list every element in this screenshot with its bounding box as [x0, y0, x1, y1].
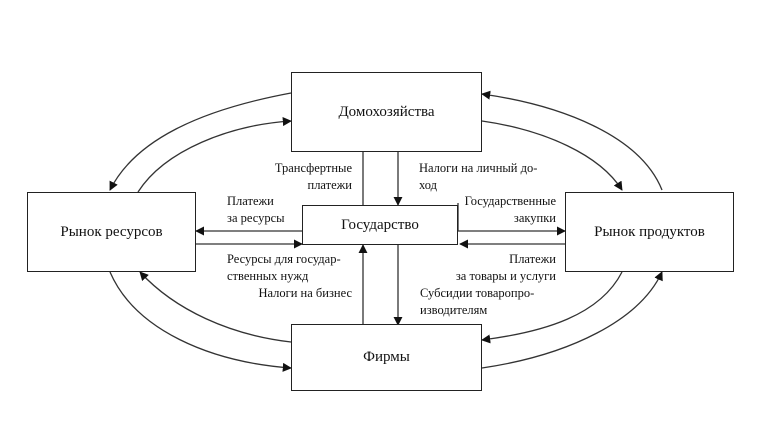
government-box: Государство — [302, 205, 458, 245]
arc-firms-to-resource-market — [139, 271, 292, 343]
arc-resource-market-to-firms — [109, 271, 292, 372]
resource-market-label: Рынок ресурсов — [60, 223, 163, 240]
arc-resource-market-to-households — [137, 116, 292, 193]
firms-label: Фирмы — [363, 349, 410, 365]
product-market-label: Рынок продуктов — [594, 223, 705, 240]
firms-box: Фирмы — [291, 324, 482, 391]
households-box: Домохозяйства — [291, 72, 482, 152]
label-payments-for-resources: Платежи за ресурсы — [227, 194, 285, 225]
resource-market-box: Рынок ресурсов — [27, 192, 196, 272]
label-government-purchases: Государственные закупки — [464, 194, 556, 225]
arc-product-market-to-households — [481, 90, 663, 191]
government-label: Государство — [341, 216, 419, 233]
label-payments-for-goods: Платежи за товары и услуги — [455, 252, 556, 283]
label-personal-income-tax: Налоги на личный до- ход — [419, 161, 538, 192]
label-producer-subsidies: Субсидии товаропро- изводителям — [420, 286, 535, 317]
label-resources-for-government: Ресурсы для государ- ственных нужд — [227, 252, 341, 283]
arc-households-to-resource-market — [109, 92, 292, 191]
product-market-box: Рынок продуктов — [565, 192, 734, 272]
arc-households-to-product-market — [481, 120, 623, 191]
arc-product-market-to-firms — [481, 271, 623, 344]
arrow-government-purchases — [457, 203, 566, 236]
households-label: Домохозяйства — [338, 103, 435, 120]
arc-firms-to-product-market — [481, 271, 663, 369]
label-transfer-payments: Трансфертные платежи — [274, 161, 352, 192]
label-business-taxes: Налоги на бизнес — [258, 286, 352, 300]
